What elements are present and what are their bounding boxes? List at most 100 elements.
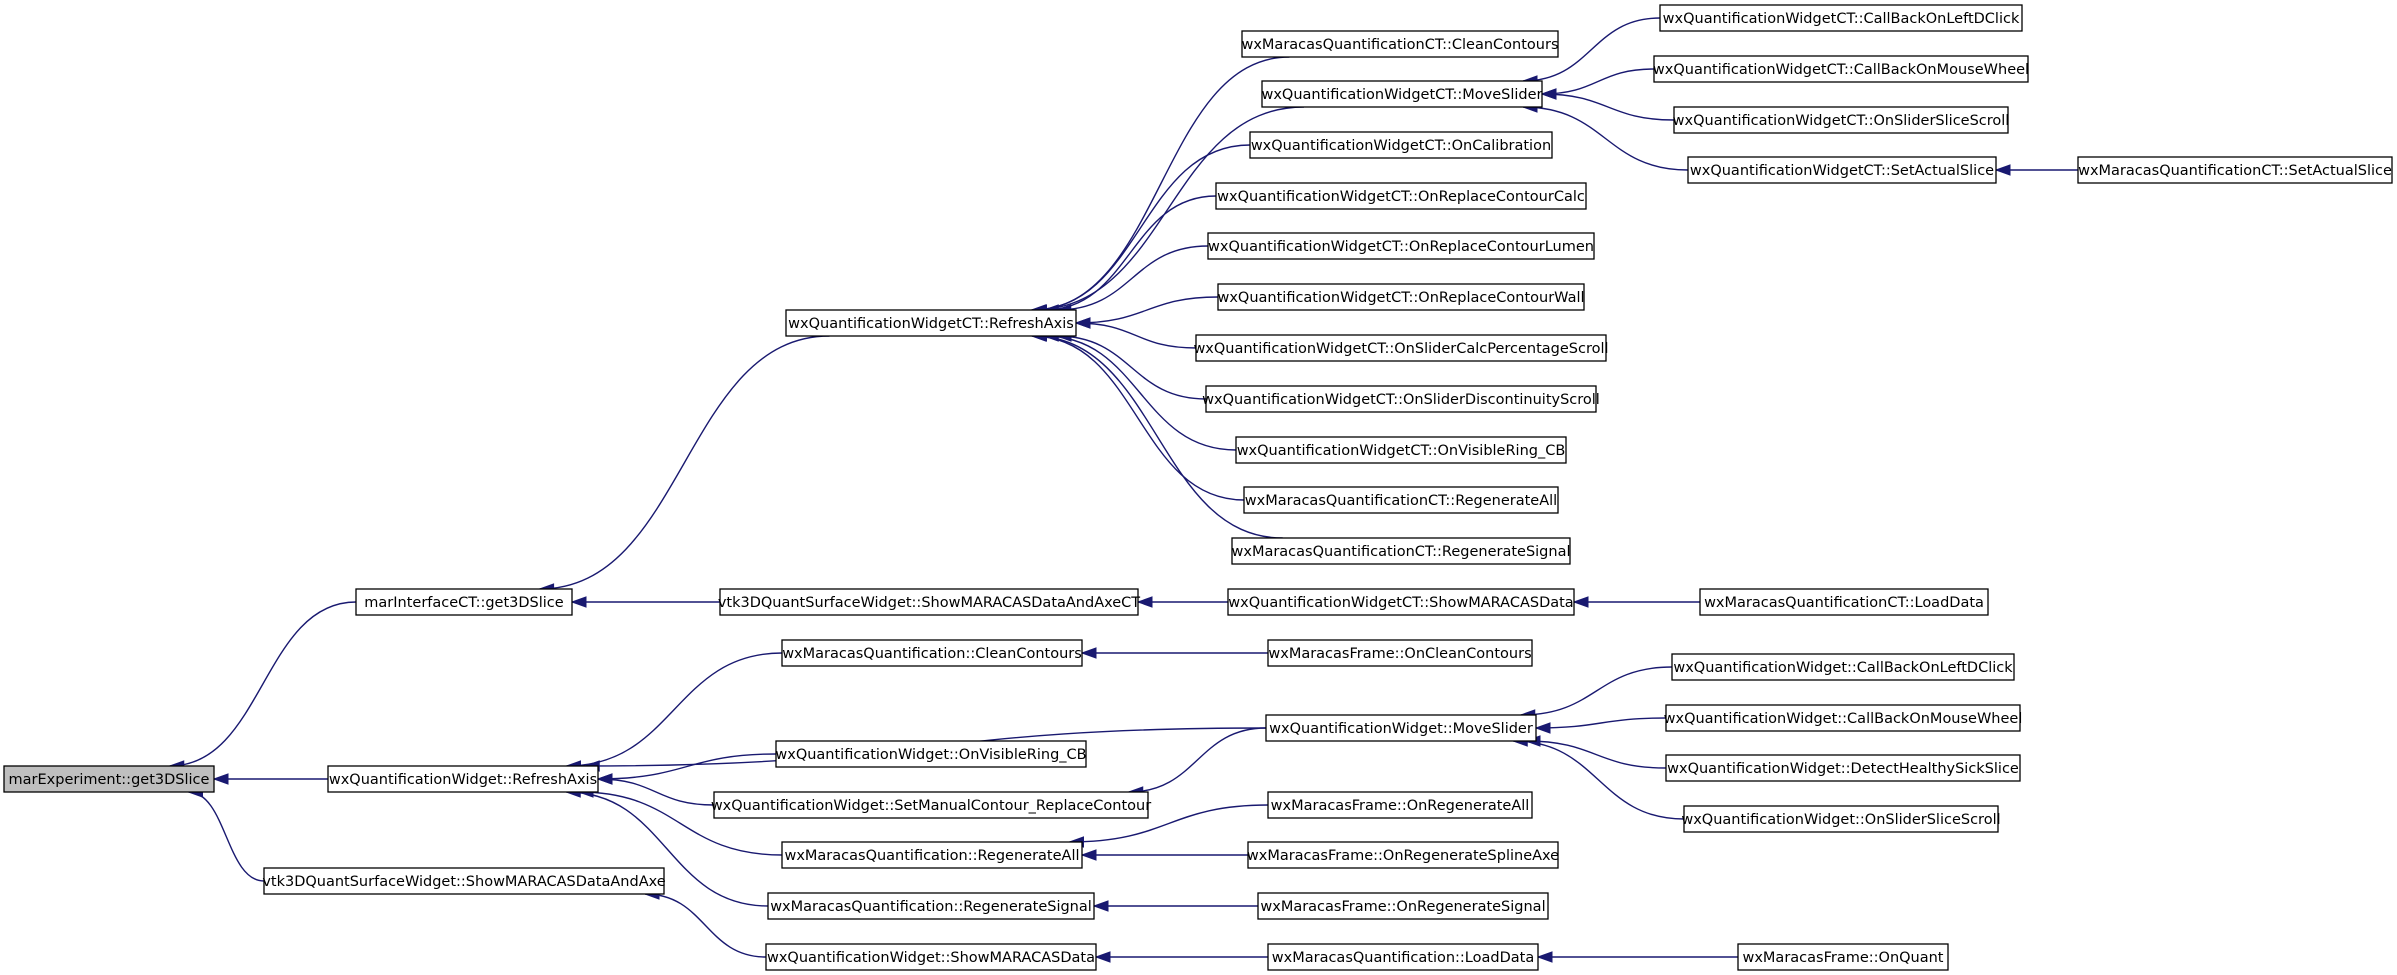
node-label: wxMaracasFrame::OnRegenerateAll [1271, 798, 1530, 814]
function-node[interactable]: vtk3DQuantSurfaceWidget::ShowMARACASData… [262, 867, 666, 895]
node-label: wxQuantificationWidgetCT::OnSliderDiscon… [1202, 392, 1600, 408]
function-node[interactable]: wxQuantificationWidgetCT::RefreshAxis [785, 309, 1077, 337]
function-node[interactable]: marExperiment::get3DSlice [3, 765, 215, 793]
function-node[interactable]: wxQuantificationWidgetCT::MoveSlider [1261, 80, 1543, 108]
node-box[interactable] [1683, 805, 1999, 833]
node-label: wxQuantificationWidget::CallBackOnLeftDC… [1673, 660, 2013, 676]
node-box[interactable] [713, 791, 1149, 819]
node-label: wxQuantificationWidgetCT::OnReplaceConto… [1208, 239, 1594, 255]
function-node[interactable]: wxQuantificationWidgetCT::OnSliderCalcPe… [1193, 334, 1609, 362]
function-node[interactable]: wxMaracasFrame::OnQuant [1737, 943, 1949, 971]
node-label: marExperiment::get3DSlice [9, 772, 210, 788]
node-box[interactable] [1261, 80, 1543, 108]
node-box[interactable] [1241, 30, 1559, 58]
function-node[interactable]: wxMaracasFrame::OnRegenerateAll [1267, 791, 1533, 819]
function-node[interactable]: wxQuantificationWidget::SetManualContour… [711, 791, 1151, 819]
node-box[interactable] [1215, 182, 1587, 210]
function-node[interactable]: wxQuantificationWidget::OnVisibleRing_CB [775, 740, 1087, 768]
function-node[interactable]: wxMaracasFrame::OnRegenerateSplineAxe [1247, 841, 1559, 869]
function-node[interactable]: wxMaracasFrame::OnRegenerateSignal [1257, 892, 1549, 920]
node-box[interactable] [1665, 754, 2021, 782]
function-node[interactable]: wxMaracasQuantification::RegenerateSigna… [767, 892, 1095, 920]
call-edge [566, 791, 769, 907]
function-node[interactable]: wxMaracasQuantification::CleanContours [781, 639, 1083, 667]
function-node[interactable]: wxMaracasQuantificationCT::CleanContours [1241, 30, 1559, 58]
node-box[interactable] [1195, 334, 1607, 362]
node-box[interactable] [355, 588, 573, 616]
function-node[interactable]: wxMaracasQuantificationCT::LoadData [1699, 588, 1989, 616]
node-label: wxQuantificationWidget::OnVisibleRing_CB [775, 747, 1086, 763]
node-box[interactable] [263, 867, 665, 895]
node-box[interactable] [781, 639, 1083, 667]
node-box[interactable] [781, 841, 1083, 869]
node-box[interactable] [1687, 156, 1997, 184]
node-box[interactable] [1653, 55, 2029, 83]
function-node[interactable]: wxQuantificationWidgetCT::OnReplaceConto… [1207, 232, 1595, 260]
function-node[interactable]: wxQuantificationWidgetCT::OnSliderDiscon… [1202, 385, 1600, 413]
node-box[interactable] [767, 892, 1095, 920]
function-node[interactable]: wxQuantificationWidgetCT::OnVisibleRing_… [1235, 436, 1567, 464]
function-node[interactable]: wxQuantificationWidgetCT::ShowMARACASDat… [1227, 588, 1575, 616]
function-node[interactable]: wxMaracasQuantification::RegenerateAll [781, 841, 1083, 869]
node-box[interactable] [1235, 436, 1567, 464]
call-edge [1069, 804, 1269, 843]
node-box[interactable] [2077, 156, 2393, 184]
node-box[interactable] [1227, 588, 1575, 616]
root-node-box[interactable] [3, 765, 215, 793]
node-label: wxMaracasFrame::OnQuant [1742, 950, 1943, 966]
node-box[interactable] [1737, 943, 1949, 971]
function-node[interactable]: wxMaracasQuantificationCT::RegenerateSig… [1231, 537, 1571, 565]
call-edge [566, 652, 783, 767]
function-node[interactable]: wxMaracasQuantificationCT::RegenerateAll [1243, 486, 1559, 514]
node-box[interactable] [775, 740, 1087, 768]
function-node[interactable]: wxQuantificationWidget::OnSliderSliceScr… [1681, 805, 2001, 833]
function-node[interactable]: wxMaracasQuantification::LoadData [1267, 943, 1539, 971]
function-node[interactable]: wxQuantificationWidget::DetectHealthySic… [1665, 754, 2021, 782]
function-node[interactable]: wxMaracasFrame::OnCleanContours [1267, 639, 1533, 667]
node-box[interactable] [1267, 791, 1533, 819]
node-label: wxQuantificationWidgetCT::OnSliderSliceS… [1673, 113, 2010, 129]
function-node[interactable]: wxQuantificationWidget::ShowMARACASData [765, 943, 1097, 971]
node-box[interactable] [765, 943, 1097, 971]
function-node[interactable]: vtk3DQuantSurfaceWidget::ShowMARACASData… [718, 588, 1140, 616]
node-box[interactable] [1243, 486, 1559, 514]
node-box[interactable] [1217, 283, 1585, 311]
call-edge [1056, 335, 1207, 400]
node-label: wxMaracasQuantification::CleanContours [782, 646, 1082, 662]
node-box[interactable] [1231, 537, 1571, 565]
function-node[interactable]: wxQuantificationWidgetCT::OnSliderSliceS… [1673, 106, 2010, 134]
function-node[interactable]: wxQuantificationWidget::CallBackOnLeftDC… [1671, 653, 2015, 681]
function-node[interactable]: wxQuantificationWidgetCT::OnCalibration [1249, 131, 1553, 159]
function-node[interactable]: marInterfaceCT::get3DSlice [355, 588, 573, 616]
function-node[interactable]: wxQuantificationWidgetCT::CallBackOnLeft… [1659, 4, 2023, 32]
node-box[interactable] [1247, 841, 1559, 869]
node-box[interactable] [1671, 653, 2015, 681]
node-box[interactable] [1267, 943, 1539, 971]
node-box[interactable] [1249, 131, 1553, 159]
node-box[interactable] [1267, 639, 1533, 667]
node-box[interactable] [1205, 385, 1597, 413]
function-node[interactable]: wxQuantificationWidgetCT::SetActualSlice [1687, 156, 1997, 184]
node-box[interactable] [1257, 892, 1549, 920]
node-box[interactable] [327, 765, 599, 793]
function-node[interactable]: wxQuantificationWidget::MoveSlider [1265, 714, 1537, 742]
call-edge [1541, 68, 1655, 95]
node-label: wxMaracasQuantificationCT::RegenerateSig… [1232, 544, 1571, 560]
node-box[interactable] [1699, 588, 1989, 616]
edge-arrowhead [1092, 900, 1109, 912]
node-box[interactable] [1665, 704, 2021, 732]
function-node[interactable]: wxQuantificationWidget::RefreshAxis [327, 765, 599, 793]
node-box[interactable] [1659, 4, 2023, 32]
function-node[interactable]: wxMaracasQuantificationCT::SetActualSlic… [2077, 156, 2393, 184]
function-node[interactable]: wxQuantificationWidgetCT::OnReplaceConto… [1217, 283, 1585, 311]
node-box[interactable] [1265, 714, 1537, 742]
function-node[interactable]: wxQuantificationWidget::CallBackOnMouseW… [1664, 704, 2023, 732]
node-box[interactable] [1673, 106, 2009, 134]
function-node[interactable]: wxQuantificationWidgetCT::OnReplaceConto… [1215, 182, 1587, 210]
node-box[interactable] [785, 309, 1077, 337]
node-label: wxMaracasQuantificationCT::RegenerateAll [1245, 493, 1557, 509]
node-box[interactable] [1207, 232, 1595, 260]
call-edge [597, 778, 715, 806]
node-box[interactable] [719, 588, 1139, 616]
function-node[interactable]: wxQuantificationWidgetCT::CallBackOnMous… [1653, 55, 2029, 83]
